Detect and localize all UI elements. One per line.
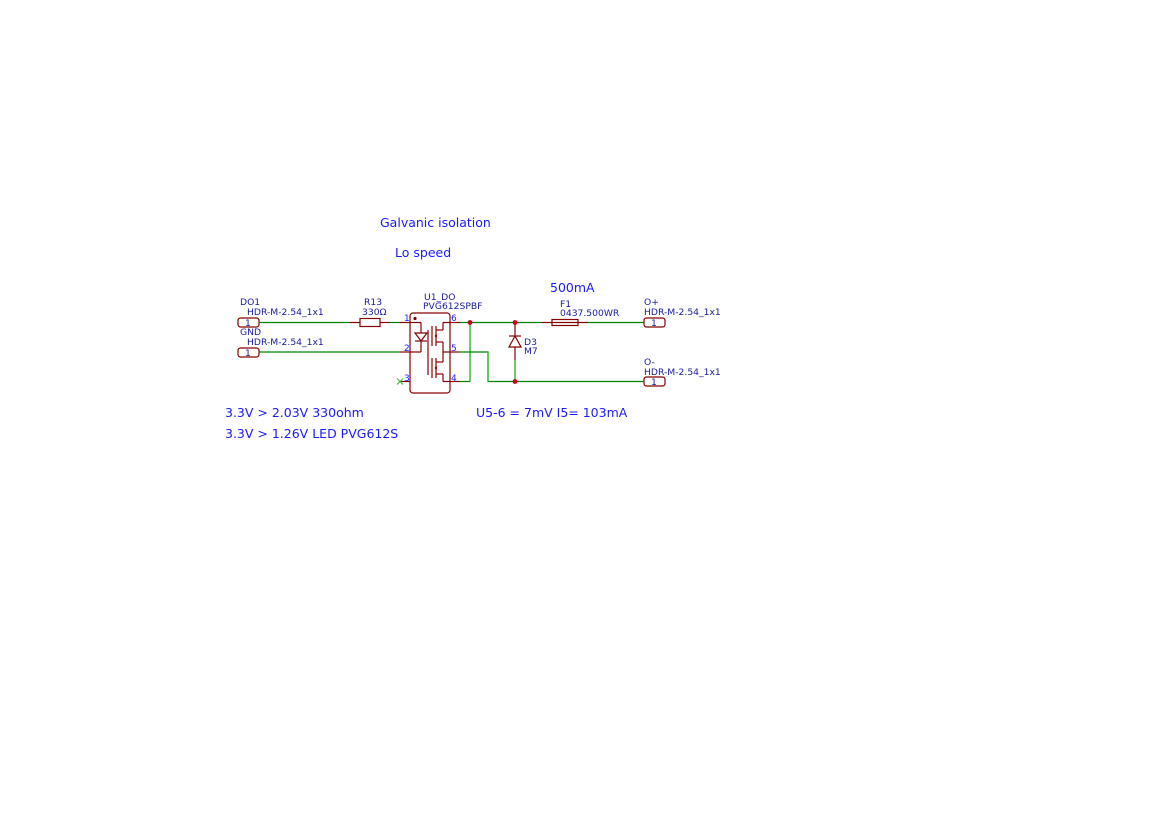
r13-body — [359, 317, 381, 328]
fuse-f1[interactable]: F1 0437.500WR — [542, 299, 620, 327]
note-lo-speed: Lo speed — [395, 245, 451, 260]
u1-pin3-label: 3 — [404, 374, 410, 384]
note-calc-output: U5-6 = 7mV I5= 103mA — [476, 405, 628, 420]
u1-value: PVG612SPBF — [423, 301, 482, 312]
f1-value: 0437.500WR — [560, 308, 620, 319]
u1-led-icon — [410, 321, 429, 353]
o-minus-value: HDR-M-2.54_1x1 — [644, 367, 721, 378]
r13-value: 330Ω — [362, 307, 387, 318]
o-plus-value: HDR-M-2.54_1x1 — [644, 307, 721, 318]
connector-o-minus[interactable]: O- HDR-M-2.54_1x1 1 — [643, 357, 721, 388]
gnd-pin-number: 1 — [245, 348, 251, 359]
note-calc-led: 3.3V > 1.26V LED PVG612S — [225, 426, 398, 441]
o-minus-ref: O- — [644, 357, 655, 368]
o-minus-pin-number: 1 — [651, 377, 657, 388]
diode-d3[interactable]: D3 M7 — [507, 322, 538, 382]
d3-value: M7 — [524, 346, 538, 357]
u1-pin2-label: 2 — [404, 344, 410, 354]
wires — [259, 321, 644, 383]
junction-diode-bottom — [512, 379, 518, 384]
note-galvanic-isolation: Galvanic isolation — [380, 215, 491, 230]
do1-pin-number: 1 — [245, 318, 251, 329]
f1-ref: F1 — [560, 299, 571, 310]
u1-pin1-label: 1 — [404, 314, 410, 324]
d3-anode-triangle — [507, 334, 523, 348]
u1-ref: U1_DO — [424, 292, 455, 303]
gnd-value: HDR-M-2.54_1x1 — [247, 337, 324, 348]
junction-diode-top — [512, 320, 518, 325]
u1-mosfet-icon — [427, 321, 450, 383]
o-plus-ref: O+ — [644, 297, 659, 308]
o-plus-pin-number: 1 — [651, 318, 657, 329]
u1-pin1-marker — [413, 316, 417, 321]
junction-pin6 — [467, 320, 473, 325]
note-current-rating: 500mA — [550, 280, 595, 295]
do1-ref: DO1 — [240, 297, 260, 308]
resistor-r13[interactable]: R13 330Ω — [350, 297, 390, 328]
u1-pin4-label: 4 — [451, 374, 457, 384]
r13-ref: R13 — [364, 297, 382, 308]
connector-o-plus[interactable]: O+ HDR-M-2.54_1x1 1 — [643, 297, 721, 329]
do1-value: HDR-M-2.54_1x1 — [247, 307, 324, 318]
u1-pin5-label: 5 — [451, 344, 457, 354]
d3-ref: D3 — [524, 337, 537, 348]
note-calc-resistor: 3.3V > 2.03V 330ohm — [225, 405, 364, 420]
connector-gnd[interactable]: GND HDR-M-2.54_1x1 1 — [237, 327, 324, 359]
u1-body — [409, 312, 451, 394]
no-connect-marker — [396, 378, 404, 385]
u1-pin6-label: 6 — [451, 314, 457, 324]
connector-do1[interactable]: DO1 HDR-M-2.54_1x1 1 — [237, 297, 324, 329]
gnd-ref: GND — [240, 327, 261, 338]
relay-u1[interactable]: U1_DO PVG612SPBF 1 2 3 4 5 6 — [400, 292, 482, 394]
